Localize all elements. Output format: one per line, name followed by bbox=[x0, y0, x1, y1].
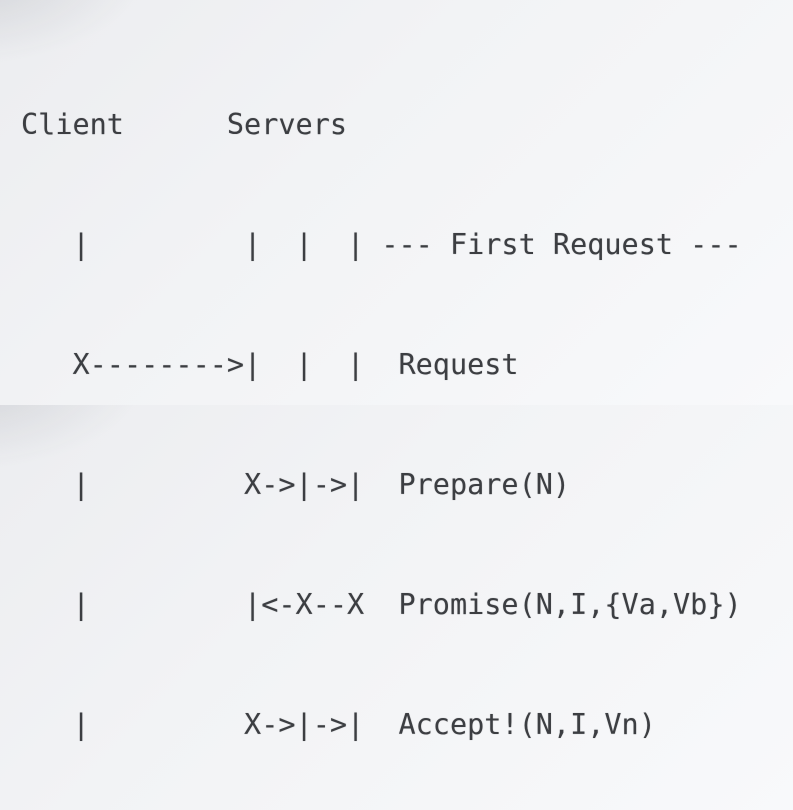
ascii-row-prepare: | X->|->| Prepare(N) bbox=[21, 468, 571, 501]
diagram-header-row: Client Servers bbox=[21, 108, 348, 141]
ascii-row-request: X-------->| | | Request bbox=[21, 348, 519, 381]
ascii-row-promise: | |<-X--X Promise(N,I,{Va,Vb}) bbox=[21, 588, 742, 621]
ascii-row-lifelines-phase: | | | | --- First Request --- bbox=[21, 228, 742, 261]
paxos-ascii-sequence-diagram: Client Servers | | | | --- First Request… bbox=[21, 25, 742, 810]
ascii-row-accept: | X->|->| Accept!(N,I,Vn) bbox=[21, 708, 656, 741]
